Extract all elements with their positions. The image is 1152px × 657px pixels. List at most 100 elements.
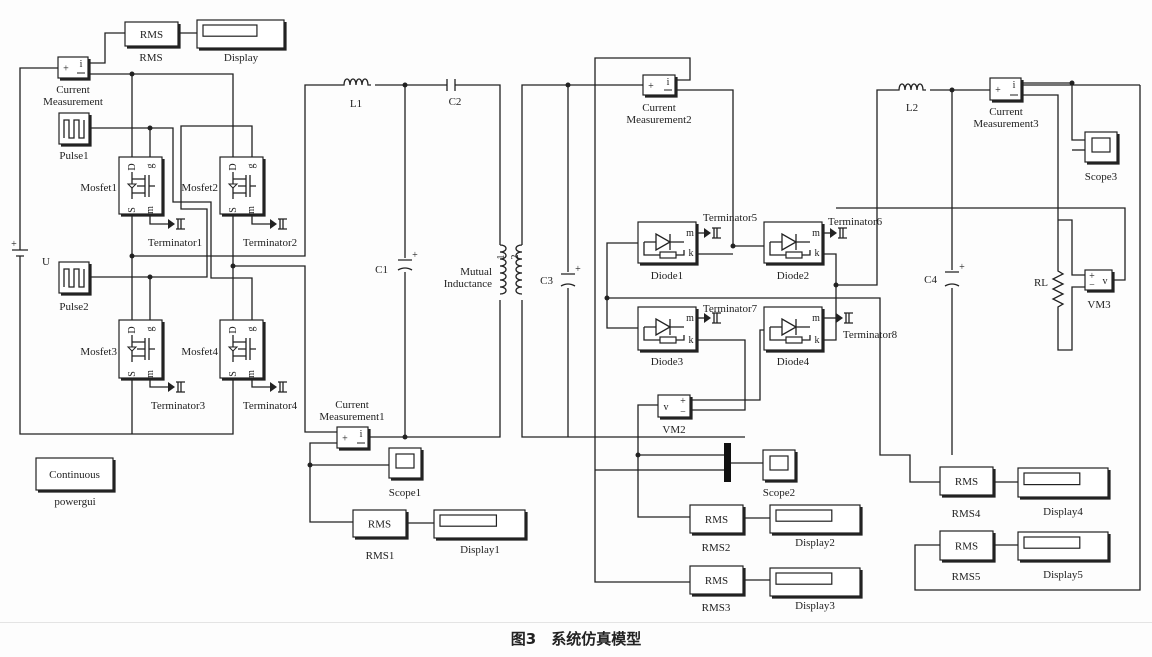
wire-junction	[402, 82, 408, 88]
block-text: Terminator2	[243, 237, 297, 249]
block-text: +	[680, 396, 686, 407]
terminator-icon	[176, 381, 185, 393]
block-text: −	[1089, 280, 1095, 291]
c4-block[interactable]: +C4	[924, 262, 965, 287]
wire-junction	[565, 82, 571, 88]
block-text: g	[246, 327, 257, 332]
display4-block[interactable]: Display4	[1017, 467, 1111, 518]
term8-block[interactable]: Terminator8	[836, 312, 898, 341]
block-text: Pulse1	[59, 150, 88, 162]
block-text: Mosfet4	[181, 346, 218, 358]
display-block[interactable]: Display	[196, 19, 287, 64]
c3-block[interactable]: +C3	[540, 264, 581, 287]
display3-block[interactable]: Display3	[769, 567, 863, 612]
term5-block[interactable]: Terminator5	[703, 212, 758, 239]
block-text: Current	[642, 102, 676, 114]
signal-wire	[637, 404, 690, 518]
c1-block[interactable]: +C1	[375, 250, 418, 276]
block-text: i	[667, 77, 670, 88]
term1-block[interactable]: Terminator1	[148, 218, 202, 249]
pulse2-block[interactable]: Pulse2	[58, 261, 92, 313]
wire-junction	[129, 71, 135, 77]
block-text: Current	[56, 84, 90, 96]
scope1-block[interactable]: Scope1	[388, 447, 424, 499]
signal-wire	[690, 329, 764, 401]
block-text: +	[63, 64, 69, 75]
mux-bar	[724, 443, 731, 482]
wire-junction	[730, 243, 736, 249]
l1-block[interactable]: L1	[340, 78, 371, 110]
display2-block[interactable]: Display2	[769, 504, 863, 549]
wire-junction	[604, 295, 610, 301]
c2-block[interactable]: C2	[446, 79, 461, 108]
wire-junction	[635, 452, 641, 458]
block-text: m	[686, 313, 694, 324]
diode-symbol-icon	[643, 232, 685, 256]
term3-block[interactable]: Terminator3	[151, 381, 206, 412]
caption-divider	[0, 622, 1152, 623]
block-text: RMS	[955, 541, 978, 553]
capacitor-icon	[560, 273, 576, 287]
terminator-icon	[176, 218, 185, 230]
block-text: RMS	[705, 514, 728, 526]
block-text: Mutual	[460, 266, 492, 278]
l2-block[interactable]: L2	[895, 83, 926, 114]
block-text: D	[127, 326, 138, 333]
block-text: Display3	[795, 600, 835, 612]
wire-junction	[949, 87, 955, 93]
terminator-icon	[712, 312, 721, 324]
block-text: +	[959, 262, 965, 273]
rms2-block[interactable]: RMS RMS2	[689, 504, 746, 554]
u-block[interactable]: +U	[11, 235, 50, 275]
signal-wire	[455, 84, 501, 245]
block-text: Terminator7	[703, 303, 758, 315]
term6-block[interactable]: Terminator6	[828, 216, 883, 239]
term4-block[interactable]: Terminator4	[243, 381, 298, 412]
display-readout	[775, 509, 833, 522]
block-text: g	[145, 327, 156, 332]
pulse1-block[interactable]: Pulse1	[58, 112, 92, 162]
block-text: Continuous	[49, 469, 100, 481]
scope2-block[interactable]: Scope2	[762, 449, 798, 499]
signal-wire	[251, 214, 270, 225]
block-text: Inductance	[444, 278, 492, 290]
block-text: RL	[1034, 277, 1048, 289]
display5-block[interactable]: Display5	[1017, 531, 1111, 581]
signal-wire	[675, 89, 764, 247]
diode-symbol-icon	[769, 317, 811, 341]
block-text: L2	[906, 102, 918, 114]
display1-block[interactable]: Display1	[433, 509, 528, 556]
terminator-icon	[838, 227, 847, 239]
rl-block[interactable]: RL	[1034, 265, 1065, 315]
vm2-block[interactable]: v+−VM2	[657, 394, 693, 436]
block-text: RMS2	[702, 542, 731, 554]
term2-block[interactable]: Terminator2	[243, 218, 297, 249]
scope3-block[interactable]: Scope3	[1084, 131, 1120, 183]
display-readout	[775, 572, 833, 585]
signal-wire	[914, 85, 1141, 591]
block-text: Terminator4	[243, 400, 298, 412]
term7-block[interactable]: Terminator7	[703, 303, 758, 324]
mux-block[interactable]	[724, 443, 731, 482]
signal-wire	[19, 275, 234, 435]
